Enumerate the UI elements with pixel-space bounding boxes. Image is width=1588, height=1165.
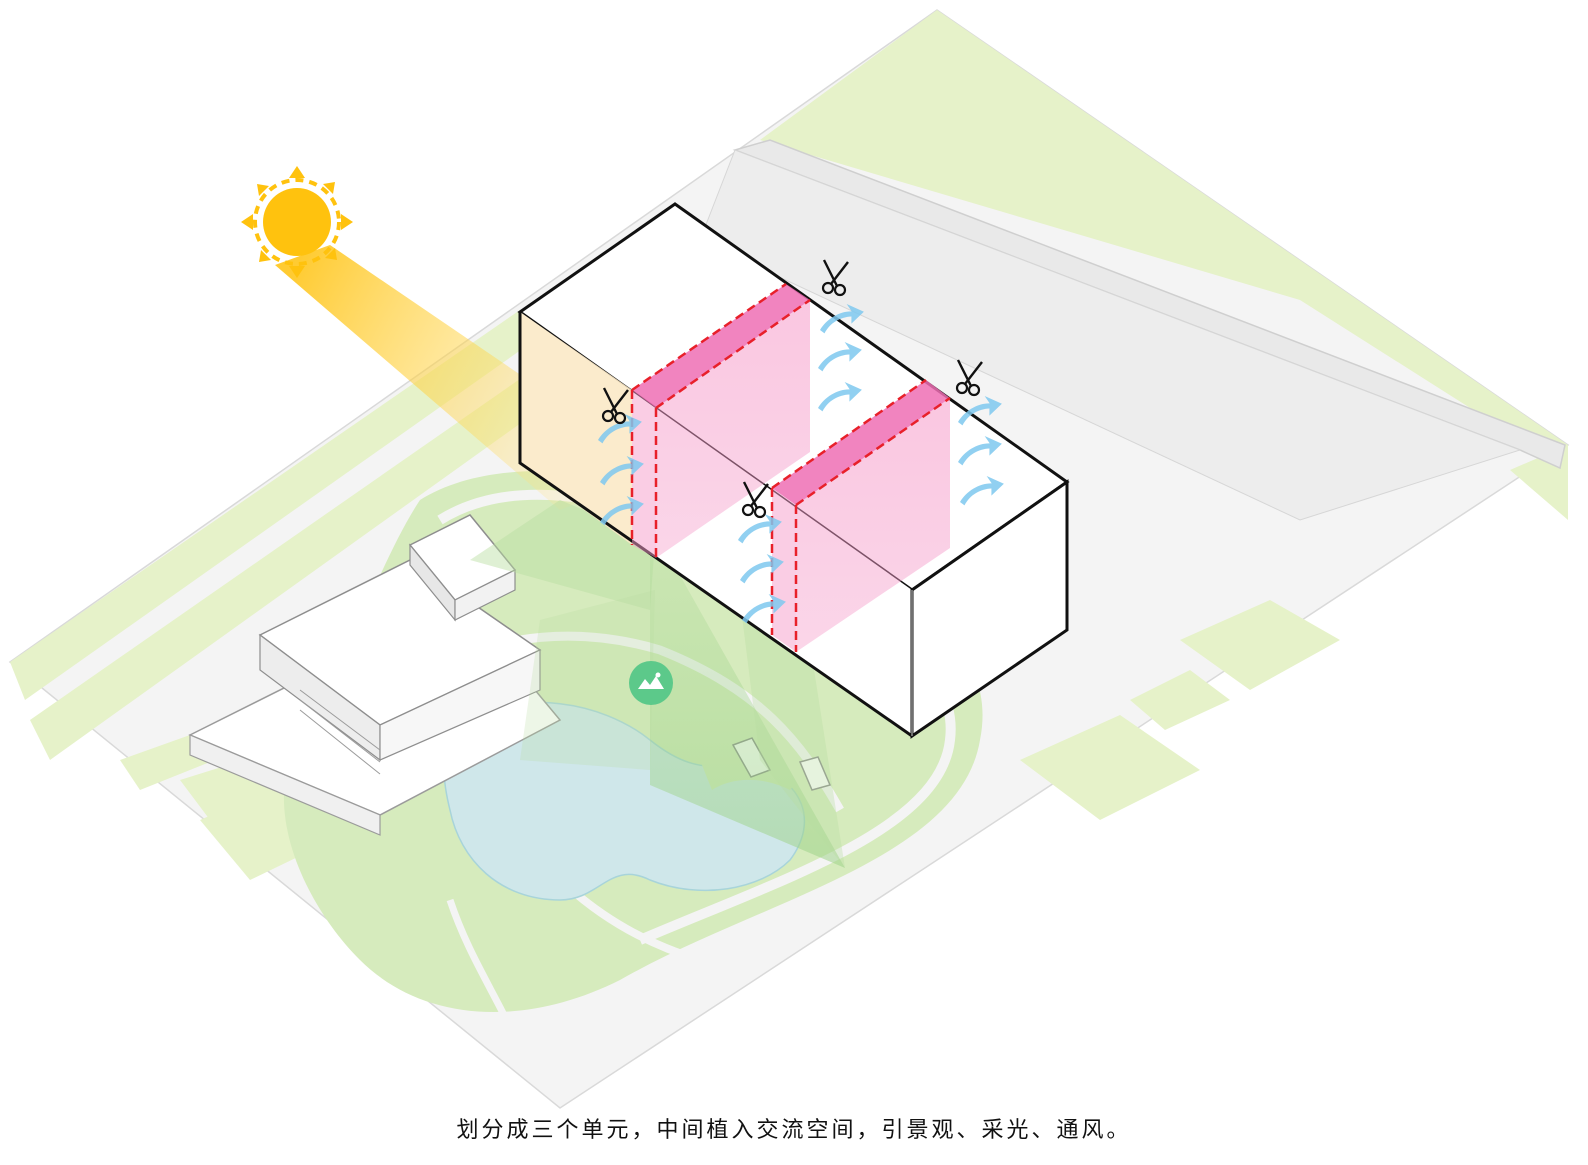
low-building xyxy=(188,514,562,836)
landscape-view-icon xyxy=(629,661,673,705)
road-band xyxy=(699,139,1566,521)
sun-icon xyxy=(241,166,353,278)
lawn-areas xyxy=(10,10,1568,880)
gap-space-2 xyxy=(770,378,951,652)
diagram-caption: 划分成三个单元，中间植入交流空间，引景观、采光、通风。 xyxy=(456,1118,1132,1143)
gap-space-1 xyxy=(630,282,811,558)
